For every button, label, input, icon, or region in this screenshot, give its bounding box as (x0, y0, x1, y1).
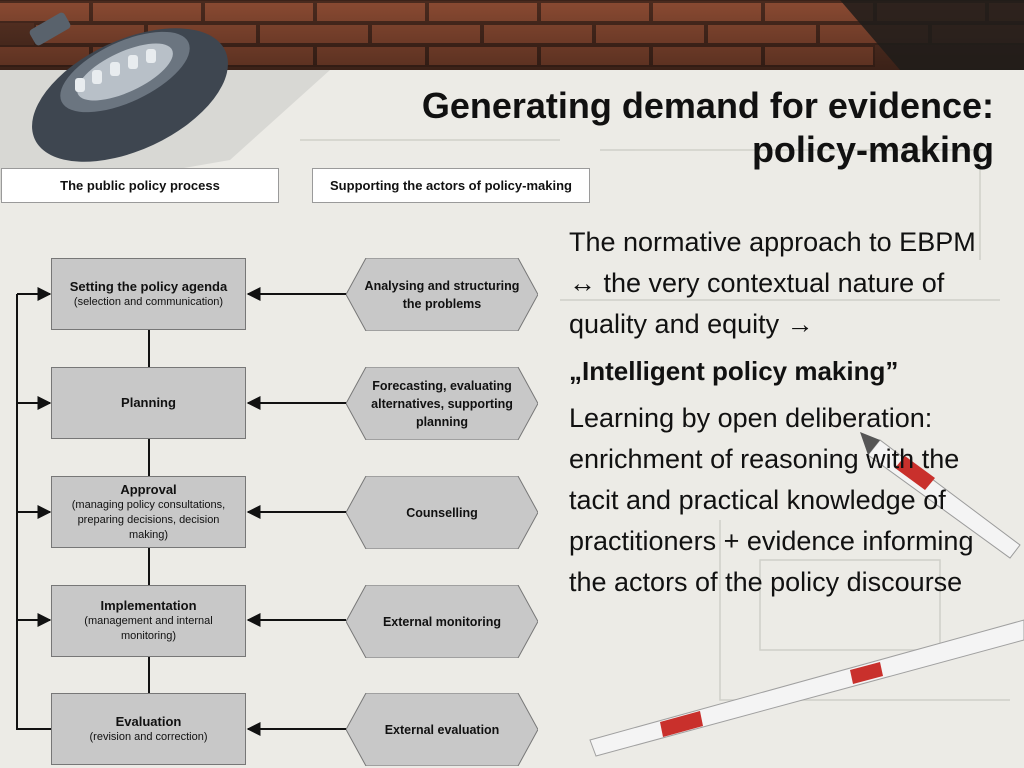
support-action-forecasting: Forecasting, evaluating alternatives, su… (346, 367, 538, 440)
title-line-2: policy-making (751, 129, 994, 170)
step-sub: (selection and communication) (73, 295, 224, 308)
support-action-label: External monitoring (382, 614, 502, 629)
support-action-label: Forecasting, evaluating alternatives, su… (371, 378, 513, 429)
hexagon-shape (346, 367, 538, 440)
hexagon-shape (346, 258, 538, 331)
process-step-implementation: Implementation (management and internal … (51, 585, 246, 657)
step-name: Evaluation (115, 713, 182, 729)
pen-illustration (860, 432, 1021, 559)
brick-wall (0, 0, 1024, 70)
step-name: Planning (121, 395, 176, 410)
drafting-lines (300, 139, 1010, 701)
pen-illustration-2 (589, 619, 1024, 757)
body-paragraph-2: Learning by open deliberation: enrichmen… (569, 403, 974, 597)
header-left-label: The public policy process (60, 178, 220, 193)
support-action-external-monitoring: External monitoring (346, 585, 538, 658)
step-sub: (management and internal monitoring) (84, 615, 213, 642)
process-step-planning: Planning (51, 367, 246, 439)
support-action-label: Counselling (406, 505, 478, 520)
process-step-evaluation: Evaluation (revision and correction) (51, 693, 246, 765)
header-supporting-actors: Supporting the actors of policy-making (312, 168, 590, 203)
process-step-agenda: Setting the policy agenda (selection and… (51, 258, 246, 330)
desk-lamp-illustration (29, 12, 228, 162)
slide-title: Generating demand for evidence: policy-m… (294, 84, 994, 172)
support-action-external-evaluation: External evaluation (346, 693, 538, 766)
hexagon-shape (346, 693, 538, 766)
hexagon-shape (346, 476, 538, 549)
step-sub: (managing policy consultations, preparin… (71, 498, 226, 541)
support-action-label: External evaluation (384, 722, 500, 737)
support-action-label: Analysing and structuring the problems (364, 278, 520, 311)
body-text: The normative approach to EBPM ↔ the ver… (569, 222, 1009, 603)
step-sub: (revision and correction) (89, 730, 208, 743)
feedback-loop-line (16, 294, 51, 730)
body-paragraph-1: The normative approach to EBPM ↔ the ver… (569, 227, 976, 339)
header-right-label: Supporting the actors of policy-making (330, 178, 572, 193)
header-public-policy-process: The public policy process (1, 168, 279, 203)
step-name: Setting the policy agenda (69, 278, 228, 294)
support-action-counselling: Counselling (346, 476, 538, 549)
body-emphasis: „Intelligent policy making” (569, 356, 899, 386)
process-step-approval: Approval (managing policy consultations,… (51, 476, 246, 548)
step-name: Approval (120, 481, 177, 497)
step-name: Implementation (100, 598, 197, 613)
support-action-analysing: Analysing and structuring the problems (346, 258, 538, 331)
hexagon-shape (346, 585, 538, 658)
title-line-1: Generating demand for evidence: (421, 85, 994, 126)
